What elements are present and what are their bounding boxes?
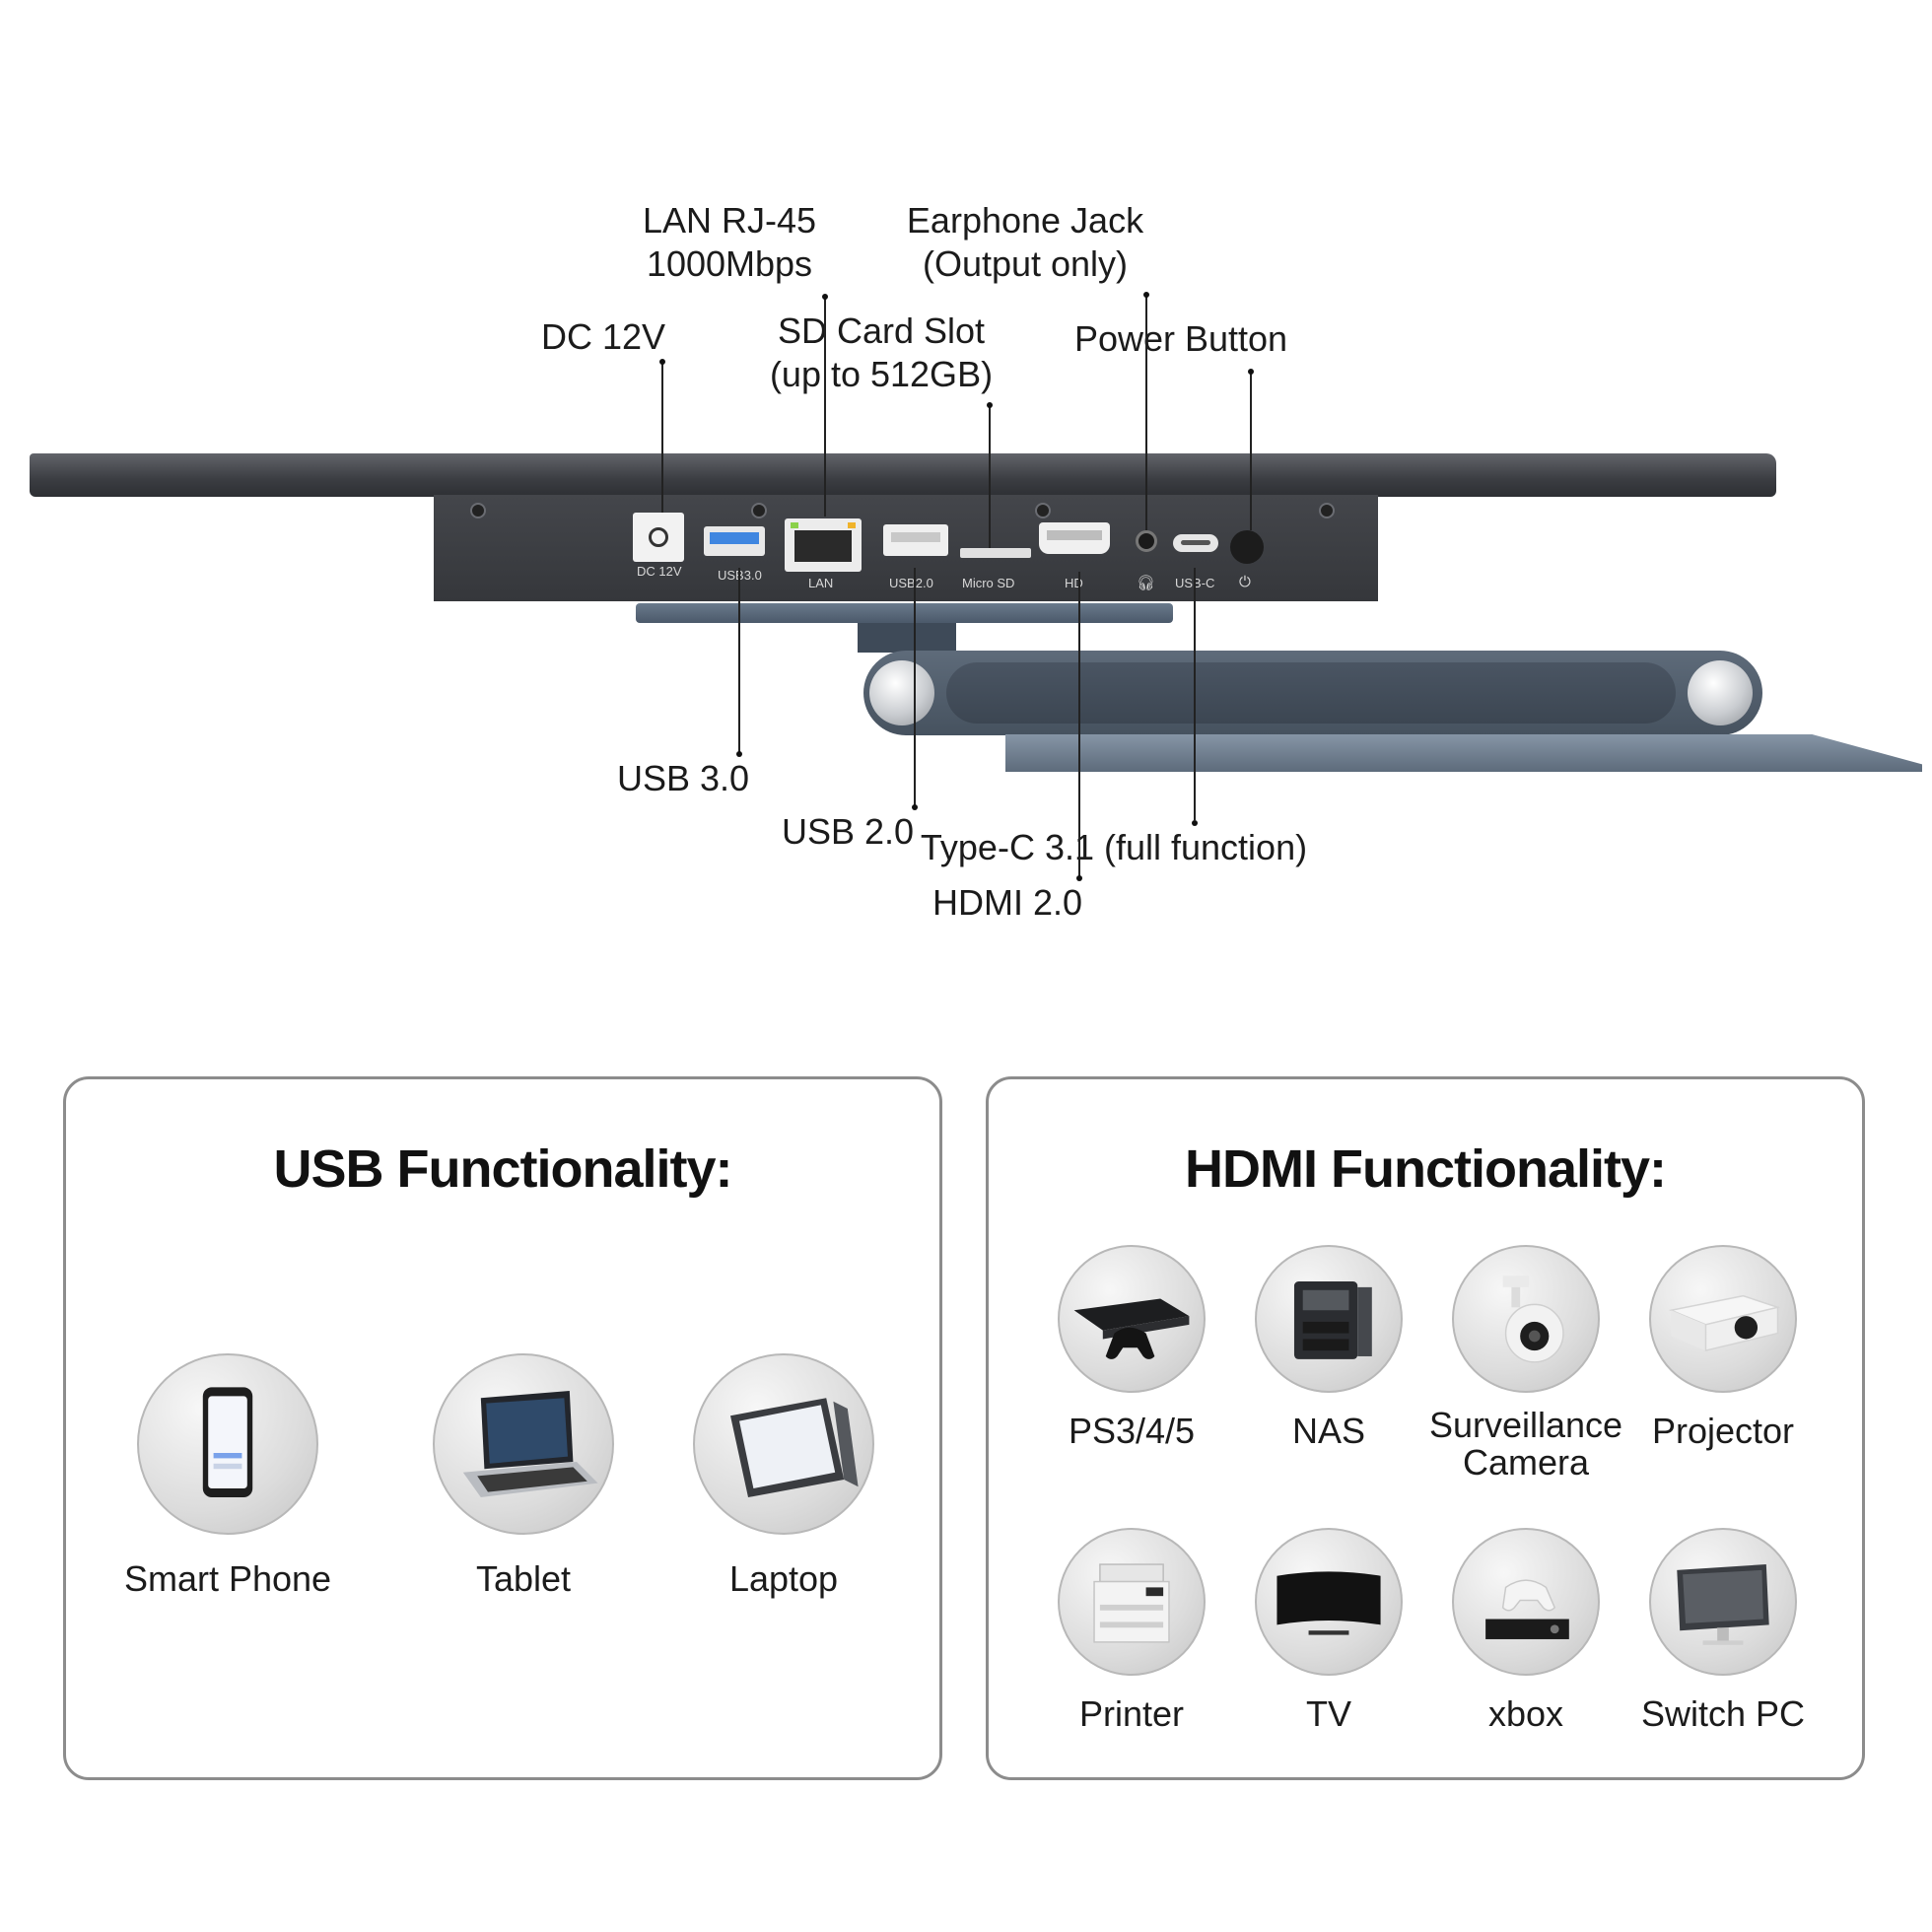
leader-line-earphone: [1145, 296, 1147, 530]
port-label-lan: LAN: [808, 576, 834, 590]
item-label: Tablet: [475, 1558, 572, 1599]
leader-dot: [659, 359, 665, 365]
power-button[interactable]: [1230, 530, 1264, 564]
leader-dot: [1248, 369, 1254, 375]
callout-typec: Type-C 3.1 (full function): [920, 827, 1308, 867]
leader-line-hdmi: [1078, 572, 1080, 877]
monitor-icon: [1649, 1528, 1797, 1676]
item-label: Switch PC: [1640, 1693, 1806, 1734]
printer-icon: [1058, 1528, 1206, 1676]
leader-dot: [987, 402, 993, 408]
item-label: PS3/4/5: [1068, 1411, 1196, 1451]
port-label-dc: DC 12V: [637, 564, 682, 579]
leader-line-dc: [661, 363, 663, 513]
leader-line-usb3: [738, 568, 740, 753]
callout-lan: LAN RJ-45 1000Mbps: [642, 200, 817, 284]
game-console-icon: [1058, 1245, 1206, 1393]
item-label: NAS: [1291, 1411, 1366, 1451]
leader-dot: [912, 804, 918, 810]
screw-icon: [751, 503, 767, 518]
item-label: Surveillance Camera: [1428, 1405, 1623, 1483]
callout-sd: SD Card Slot (up to 512GB): [769, 310, 994, 394]
leader-dot: [736, 751, 742, 757]
screw-icon: [470, 503, 486, 518]
display-edge: [30, 453, 1776, 497]
usb2-port: [883, 524, 948, 556]
callout-dc: DC 12V: [540, 316, 666, 357]
leader-line-usb2: [914, 568, 916, 806]
microsd-slot: [960, 548, 1031, 558]
leader-line-power: [1250, 373, 1252, 530]
usb3-port: [704, 526, 765, 556]
callout-hdmi: HDMI 2.0: [932, 882, 1083, 923]
leader-dot: [822, 294, 828, 300]
leader-dot: [1143, 292, 1149, 298]
laptop-icon: [433, 1353, 614, 1535]
hinge-knob-right: [1688, 660, 1753, 725]
item-label: Printer: [1078, 1693, 1185, 1734]
item-label: TV: [1305, 1693, 1351, 1734]
item-label: Laptop: [728, 1558, 839, 1599]
item-label: Smart Phone: [123, 1558, 332, 1599]
panel-title: USB Functionality:: [273, 1139, 733, 1199]
leader-line-lan: [824, 298, 826, 517]
port-label-microsd: Micro SD: [962, 576, 1015, 590]
item-label: xbox: [1487, 1693, 1564, 1734]
callout-usb3: USB 3.0: [616, 758, 750, 798]
dc-power-port: [633, 513, 684, 562]
panel-title: HDMI Functionality:: [1185, 1139, 1667, 1199]
nas-icon: [1255, 1245, 1403, 1393]
leader-dot: [1076, 875, 1082, 881]
port-label-usb2: USB2.0: [889, 576, 933, 590]
power-icon: ⏻: [1239, 574, 1251, 590]
headphone-icon: 🎧︎: [1137, 575, 1156, 591]
stand-base: [1005, 734, 1922, 772]
leader-line-typec: [1194, 568, 1196, 820]
projector-icon: [1649, 1245, 1797, 1393]
mount-plate: [636, 603, 1173, 623]
hinge-knob-left: [869, 660, 934, 725]
hdmi-functionality-panel: HDMI Functionality: PS3/4/5 NAS Surveill…: [986, 1076, 1865, 1780]
earphone-jack: [1136, 530, 1157, 552]
lan-port: [785, 518, 862, 572]
smartphone-icon: [137, 1353, 318, 1535]
leader-line-sd: [989, 406, 991, 548]
mount-neck: [858, 623, 956, 653]
camera-icon: [1452, 1245, 1600, 1393]
callout-usb2: USB 2.0: [781, 811, 915, 852]
usbc-port: [1173, 534, 1218, 552]
callout-power: Power Button: [1073, 318, 1288, 359]
screw-icon: [1319, 503, 1335, 518]
xbox-icon: [1452, 1528, 1600, 1676]
tv-icon: [1255, 1528, 1403, 1676]
stand-arm-slot: [946, 662, 1676, 724]
leader-dot: [1192, 820, 1198, 826]
callout-earphone: Earphone Jack (Output only): [906, 200, 1144, 284]
item-label: Projector: [1651, 1411, 1795, 1451]
tablet-icon: [693, 1353, 874, 1535]
screw-icon: [1035, 503, 1051, 518]
usb-functionality-panel: USB Functionality: Smart Phone Tablet La…: [63, 1076, 942, 1780]
hdmi-port: [1039, 522, 1110, 554]
